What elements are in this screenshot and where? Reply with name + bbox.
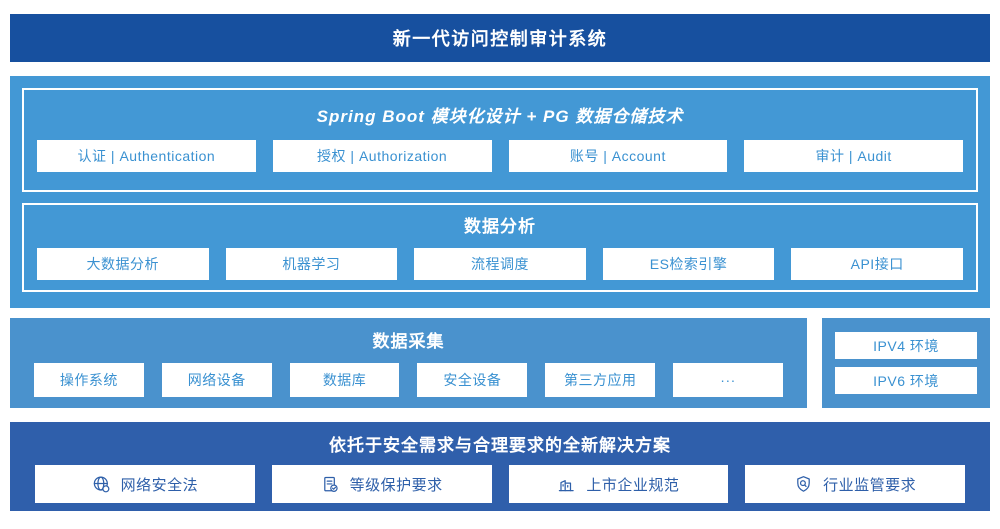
box-classified-protection: 等级保护要求 — [271, 465, 492, 503]
box-industry-regulation: 行业监管要求 — [745, 465, 965, 503]
analysis-title: 数据分析 — [464, 217, 536, 236]
box-machine-learning: 机器学习 — [225, 248, 398, 280]
box-ellipsis: ··· — [673, 363, 783, 397]
solution-title: 依托于安全需求与合理要求的全新解决方案 — [329, 436, 671, 455]
analysis-row: 大数据分析 机器学习 流程调度 ES检索引擎 API接口 — [24, 248, 976, 280]
environment-section: IPV4 环境 IPV6 环境 — [822, 318, 990, 408]
solution-label: 网络安全法 — [120, 476, 199, 494]
buildings-icon — [557, 475, 576, 494]
system-title-banner: 新一代访问控制审计系统 — [10, 14, 990, 62]
analysis-subsection: 数据分析 大数据分析 机器学习 流程调度 ES检索引擎 API接口 — [22, 203, 978, 292]
box-security-device: 安全设备 — [417, 363, 528, 397]
collection-row: 操作系统 网络设备 数据库 安全设备 第三方应用 ··· — [10, 363, 807, 397]
solution-section: 依托于安全需求与合理要求的全新解决方案 网络安全法 — [10, 422, 990, 511]
solution-row: 网络安全法 等级保护要求 — [10, 465, 990, 503]
box-account: 账号 | Account — [508, 140, 728, 172]
box-api-interface: API接口 — [791, 248, 963, 280]
box-authorization: 授权 | Authorization — [272, 140, 492, 172]
box-big-data-analysis: 大数据分析 — [37, 248, 209, 280]
shield-search-icon — [794, 475, 813, 494]
box-ipv6-env: IPV6 环境 — [835, 367, 977, 394]
box-process-scheduling: 流程调度 — [414, 248, 586, 280]
solution-label: 上市企业规范 — [586, 476, 680, 494]
box-network-device: 网络设备 — [161, 363, 272, 397]
system-title: 新一代访问控制审计系统 — [392, 29, 608, 49]
box-authentication: 认证 | Authentication — [37, 140, 256, 172]
collection-title: 数据采集 — [372, 332, 445, 351]
box-operating-system: 操作系统 — [34, 363, 144, 397]
box-es-search-engine: ES检索引擎 — [602, 248, 775, 280]
box-cybersecurity-law: 网络安全法 — [35, 465, 255, 503]
solution-label: 行业监管要求 — [823, 476, 917, 494]
box-database: 数据库 — [289, 363, 400, 397]
box-third-party-app: 第三方应用 — [545, 363, 656, 397]
box-audit: 审计 | Audit — [744, 140, 963, 172]
collection-section: 数据采集 操作系统 网络设备 数据库 安全设备 第三方应用 ··· — [10, 318, 807, 408]
box-listed-company-standard: 上市企业规范 — [508, 465, 729, 503]
document-check-icon — [321, 475, 340, 494]
modules-title: Spring Boot 模块化设计 + PG 数据仓储技术 — [316, 107, 684, 126]
solution-label: 等级保护要求 — [349, 476, 443, 494]
platform-section: Spring Boot 模块化设计 + PG 数据仓储技术 认证 | Authe… — [10, 76, 990, 308]
box-ipv4-env: IPV4 环境 — [835, 332, 977, 359]
modules-subsection: Spring Boot 模块化设计 + PG 数据仓储技术 认证 | Authe… — [22, 88, 978, 192]
globe-icon — [92, 475, 111, 494]
modules-row: 认证 | Authentication 授权 | Authorization 账… — [24, 140, 976, 172]
